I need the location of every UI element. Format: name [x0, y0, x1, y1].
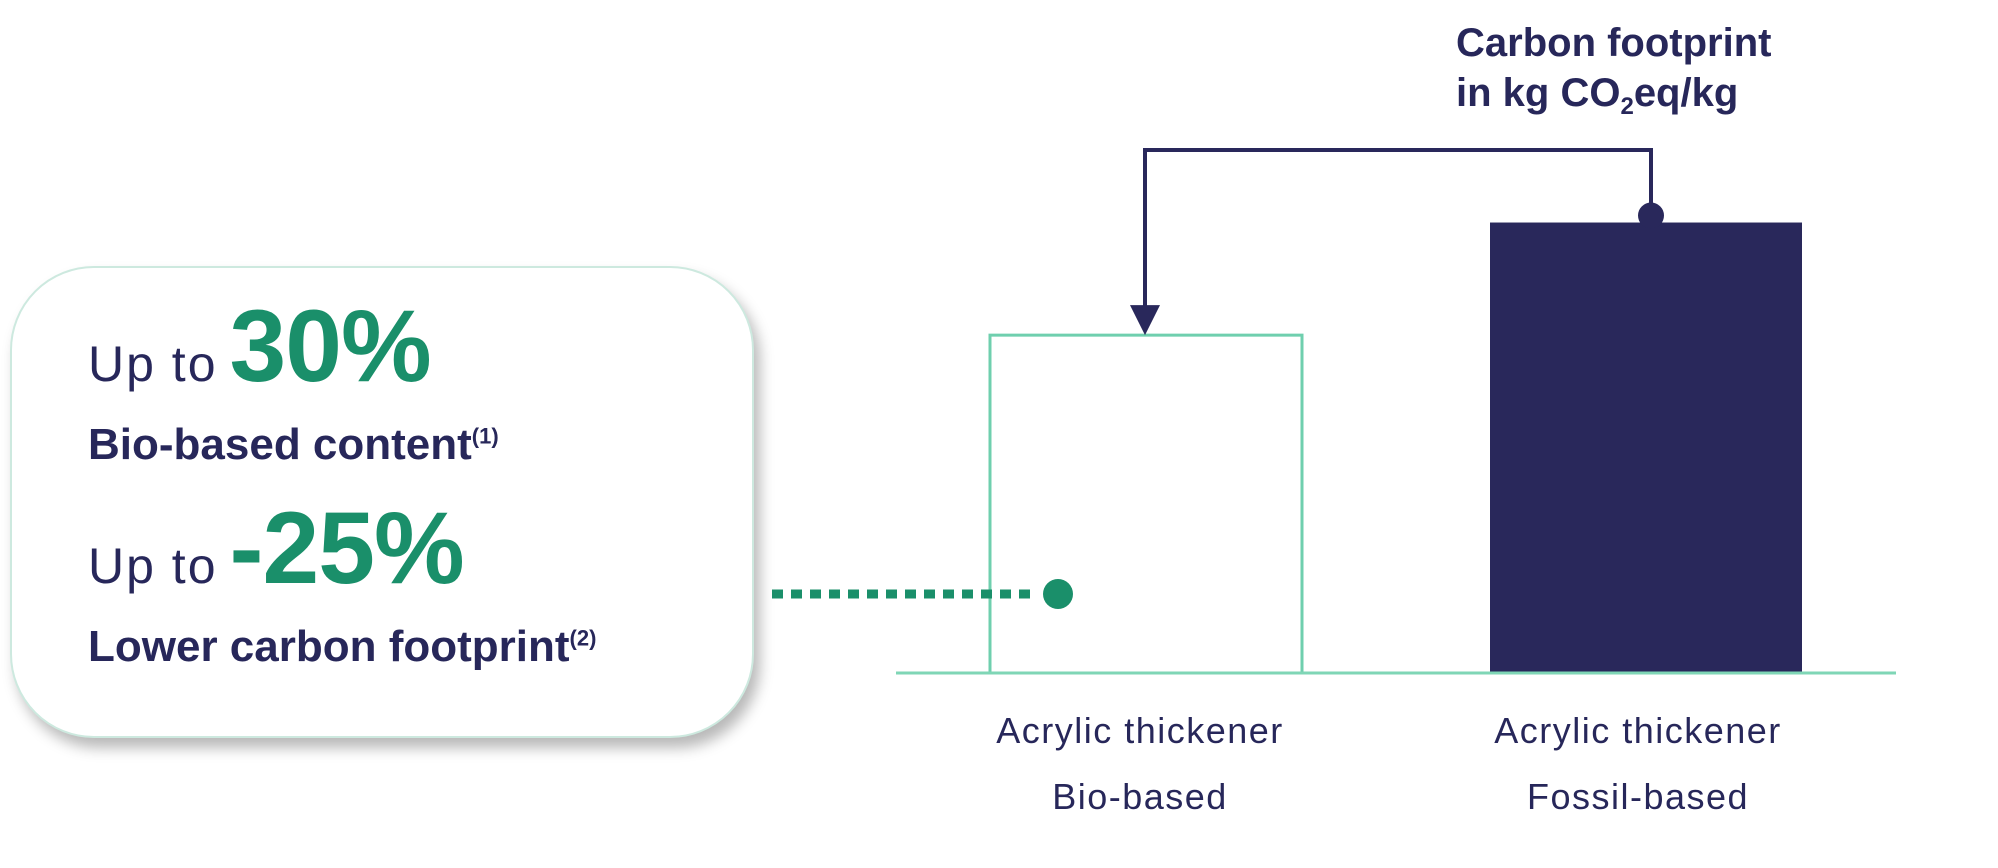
chart-title-line-2: in kg CO2eq/kg — [1456, 68, 1772, 132]
category-label-bio-based-line-2: Bio-based — [1052, 776, 1228, 817]
category-label-fossil-based-line-2: Fossil-based — [1526, 776, 1750, 817]
footnote-1: (1) — [471, 423, 499, 449]
chart-title-line-1: Carbon footprint — [1456, 21, 1772, 65]
stat-carbon-prefix: Up to — [88, 538, 218, 594]
stat-carbon-label: Lower carbon footprint — [88, 622, 570, 671]
bar-fossil-based — [1490, 222, 1802, 673]
category-label-fossil-based: Acrylic thickener Fossil-based — [1458, 698, 1818, 830]
title-unit-prefix: in kg CO — [1456, 71, 1621, 115]
stat-bio-based-label: Bio-based content — [88, 420, 472, 469]
stat-bio-based-prefix: Up to — [88, 336, 218, 392]
comparison-arrow-line — [1143, 148, 1653, 308]
stat-bio-based-value: 30% — [229, 289, 432, 403]
bar-bio-based — [988, 333, 1304, 675]
footnote-2: (2) — [569, 625, 597, 651]
stat-bio-based-label-row: Bio-based content(1) — [88, 420, 499, 470]
leader-end-dot — [1043, 579, 1073, 609]
stat-carbon-label-row: Lower carbon footprint(2) — [88, 622, 596, 672]
title-unit-suffix: eq/kg — [1633, 71, 1739, 115]
chart-unit-title: Carbon footprint in kg CO2eq/kg — [1456, 18, 1772, 132]
category-label-bio-based-line-1: Acrylic thickener — [996, 710, 1284, 751]
comparison-arrow-head — [1130, 305, 1160, 336]
category-label-bio-based: Acrylic thickener Bio-based — [960, 698, 1320, 830]
category-label-fossil-based-line-1: Acrylic thickener — [1494, 710, 1782, 751]
stat-carbon-value: -25% — [229, 491, 465, 605]
title-unit-subscript: 2 — [1620, 93, 1634, 120]
stat-carbon-row: Up to-25% — [88, 490, 465, 607]
